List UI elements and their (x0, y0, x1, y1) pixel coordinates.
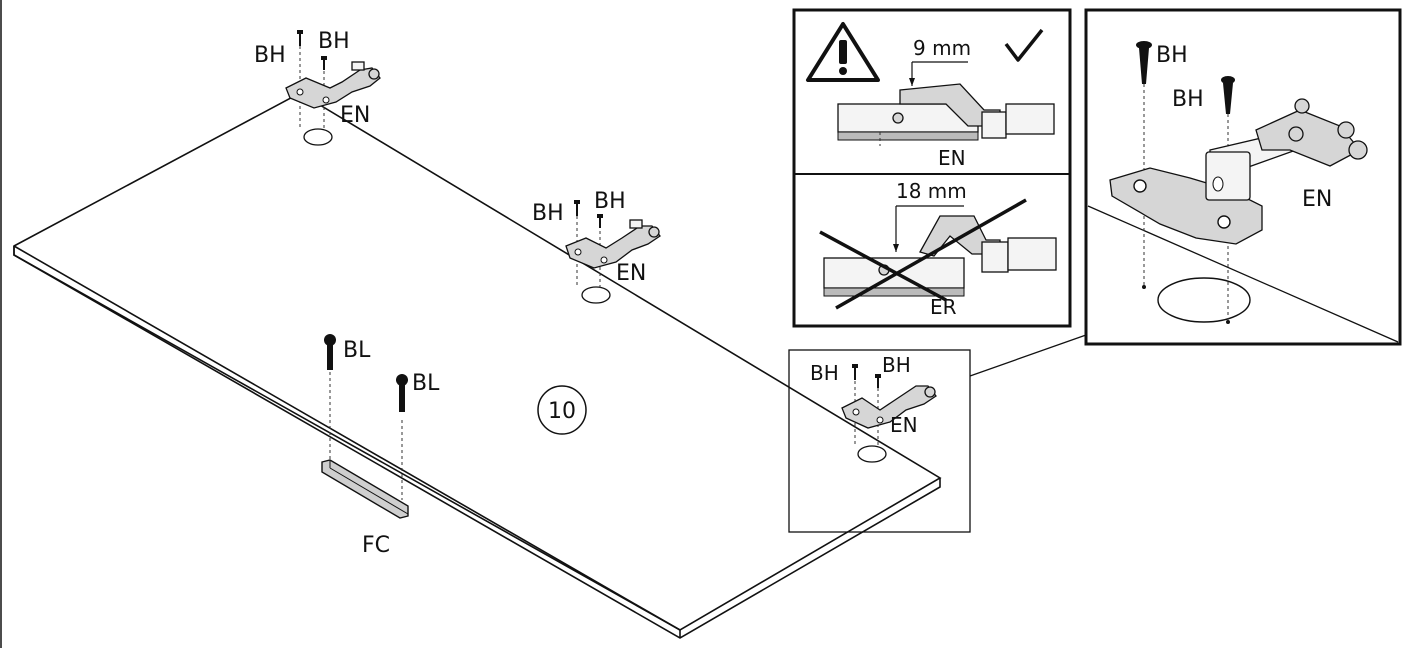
checkmark-icon (1004, 28, 1044, 62)
label-hinge: EN (938, 146, 966, 170)
label-hinge: EN (1302, 187, 1332, 212)
label-hinge: EN (340, 103, 370, 128)
handle-group: BL BL FC (321, 334, 440, 558)
label-long-screw: BL (412, 371, 440, 396)
hinge-icon (565, 219, 661, 269)
label-hinge-screw: BH (810, 361, 839, 385)
hinge-icon (1109, 98, 1368, 245)
label-hinge-screw: BH (254, 43, 286, 68)
correct-hinge-figure (837, 83, 1055, 146)
wrong-distance-label: 18 mm (896, 179, 967, 203)
warning-panel: 9 mm EN 18 mm (792, 8, 1072, 328)
step-number: 10 (548, 399, 576, 424)
screw-icon (574, 200, 580, 216)
label-hinge-screw: BH (318, 29, 350, 54)
correct-distance-label: 9 mm (913, 36, 971, 60)
handle-icon (321, 459, 409, 519)
zoom-source-box: BH BH EN (788, 334, 1087, 533)
label-hinge-screw: BH (1156, 43, 1188, 68)
label-long-screw: BL (343, 338, 371, 363)
label-hinge: EN (616, 261, 646, 286)
detail-zoom-panel: BH BH EN (1084, 8, 1402, 346)
screw-icon (597, 214, 603, 228)
hinge-icon (285, 61, 381, 109)
screw-icon (1136, 41, 1152, 84)
long-screw-icon (324, 334, 336, 370)
label-hinge-screw: BH (532, 201, 564, 226)
step-number-badge: 10 (537, 385, 587, 435)
door-panel (13, 92, 942, 639)
label-wrong-hinge: ER (930, 295, 957, 319)
screw-icon (852, 364, 858, 380)
hinge-group-middle: BH BH EN (532, 189, 661, 304)
screw-icon (1221, 76, 1235, 114)
label-hinge-screw: BH (882, 353, 911, 377)
screw-icon (297, 30, 303, 46)
screw-icon (321, 56, 327, 70)
long-screw-icon (396, 374, 408, 412)
label-hinge-screw: BH (594, 189, 626, 214)
label-hinge: EN (890, 413, 918, 437)
screw-icon (875, 374, 881, 388)
hinge-group-top: BH BH EN (254, 29, 381, 146)
label-hinge-screw: BH (1172, 87, 1204, 112)
warning-icon (806, 22, 880, 82)
label-handle: FC (362, 533, 390, 558)
hinge-icon (841, 385, 937, 429)
cross-icon (819, 198, 1027, 310)
